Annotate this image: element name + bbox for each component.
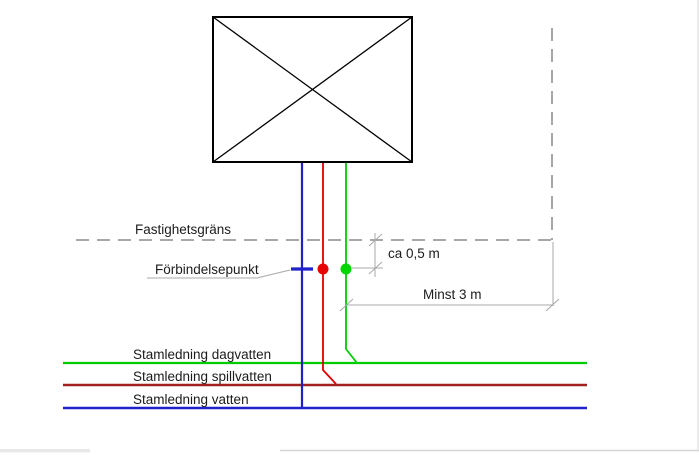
bottom-edge-artifact-left <box>0 449 90 453</box>
building-diagonal-2 <box>212 16 413 163</box>
min-distance-dimension-label: Minst 3 m <box>423 287 482 302</box>
main-sewer-label: Stamledning spillvatten <box>133 369 272 384</box>
min-distance-tick-right <box>545 298 560 312</box>
main-stormwater-label: Stamledning dagvatten <box>133 347 271 362</box>
min-distance-tick-left <box>339 298 354 312</box>
offset-dimension-label: ca 0,5 m <box>388 246 440 261</box>
offset-dimension-tick-top <box>368 233 383 247</box>
sewer-connection-dot <box>317 263 329 275</box>
connection-point-leader-line <box>256 269 291 279</box>
main-water-label: Stamledning vatten <box>133 392 249 407</box>
property-line-label: Fastighetsgräns <box>135 222 231 237</box>
connection-point-label: Förbindelsepunkt <box>155 262 259 277</box>
service-sewer-pipe <box>322 162 337 385</box>
stormwater-connection-dot <box>340 263 352 275</box>
service-stormwater-pipe <box>345 162 358 364</box>
